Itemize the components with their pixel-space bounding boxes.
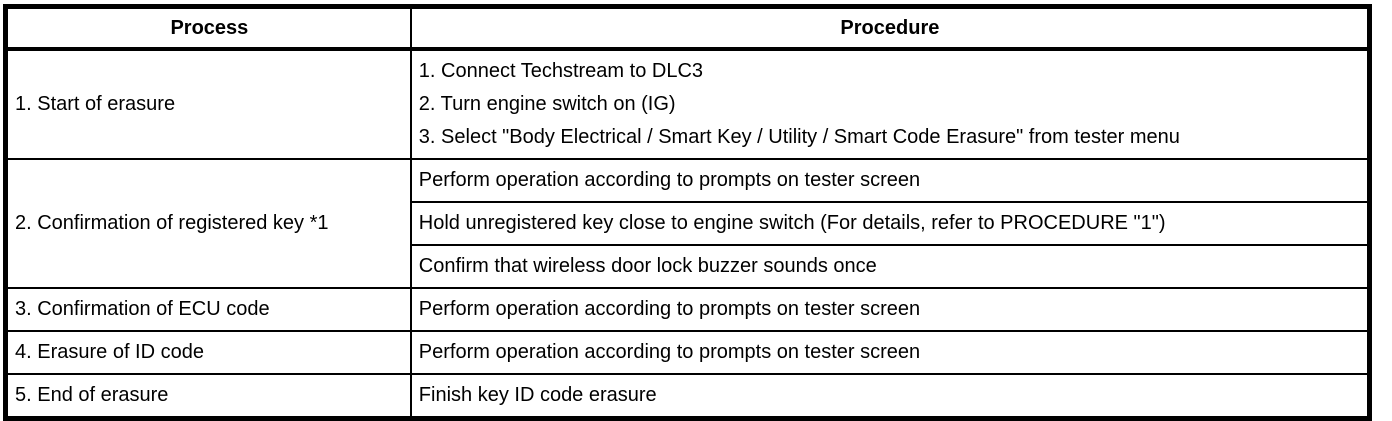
process-cell-start-of-erasure: 1. Start of erasure (4, 48, 412, 160)
table-row: Hold unregistered key close to engine sw… (6, 201, 1371, 246)
procedure-subrow-cell: Hold unregistered key close to engine sw… (409, 201, 1371, 246)
process-cell-erasure-of-id-code: 4. Erasure of ID code (4, 330, 412, 375)
procedure-step-line: 3. Select "Body Electrical / Smart Key /… (418, 126, 1180, 148)
header-procedure: Procedure (409, 5, 1371, 51)
table-row: 4. Erasure of ID code Perform operation … (4, 330, 1371, 375)
procedure-step-line: 1. Connect Techstream to DLC3 (418, 60, 704, 82)
table-row: 3. Confirmation of ECU code Perform oper… (4, 287, 1371, 332)
procedure-subrow-cell: Confirm that wireless door lock buzzer s… (409, 244, 1371, 289)
procedure-cell: Perform operation according to prompts o… (409, 287, 1371, 332)
procedure-cell: Perform operation according to prompts o… (409, 330, 1371, 375)
process-cell-confirmation-of-ecu-code: 3. Confirmation of ECU code (4, 287, 412, 332)
procedure-step-line: 2. Turn engine switch on (IG) (418, 93, 676, 115)
table-header-row: Process Procedure (4, 5, 1371, 51)
procedure-table: Process Procedure 1. Start of erasure 1.… (3, 4, 1372, 421)
procedure-cell-start-of-erasure: 1. Connect Techstream to DLC3 2. Turn en… (409, 48, 1371, 160)
process-cell-confirmation-of-registered-key: 2. Confirmation of registered key *1 (4, 158, 412, 289)
table-row: 2. Confirmation of registered key *1 Per… (4, 158, 1371, 289)
table-row: Confirm that wireless door lock buzzer s… (6, 244, 1371, 289)
document-page: Process Procedure 1. Start of erasure 1.… (3, 4, 1372, 421)
table-row: 1. Start of erasure 1. Connect Techstrea… (4, 48, 1371, 160)
header-process: Process (4, 5, 412, 51)
procedure-subrow-cell: Perform operation according to prompts o… (409, 158, 1371, 203)
